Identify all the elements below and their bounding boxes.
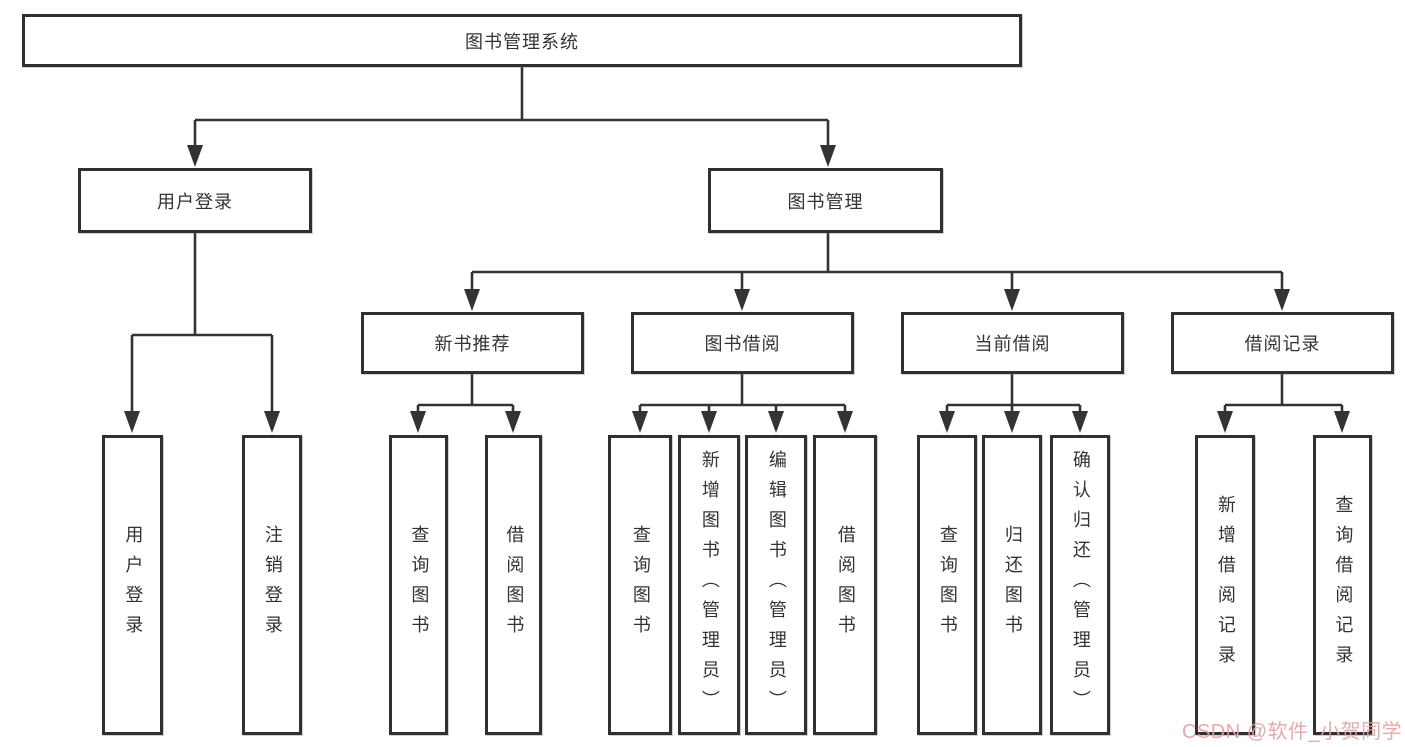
node-label: 新书推荐 [434, 334, 511, 354]
leaf-confirm-return-admin: 确认归还（管理员） [1050, 435, 1110, 735]
arrowhead [1004, 289, 1020, 311]
arrowhead [1334, 411, 1350, 433]
node-label: 新增借阅记录 [1215, 495, 1236, 675]
node-label: 查询图书 [409, 525, 430, 645]
arrowhead [1217, 411, 1233, 433]
arrowhead [187, 145, 203, 167]
node-new-book-recommendation: 新书推荐 [361, 312, 584, 374]
leaf-query-borrow-record: 查询借阅记录 [1313, 435, 1372, 735]
node-label: 图书管理 [787, 191, 864, 212]
arrowhead [410, 411, 426, 433]
arrowhead [264, 411, 280, 433]
node-label: 查询图书 [630, 525, 651, 645]
leaf-logout: 注销登录 [242, 435, 302, 735]
leaf-borrow-books-recommend: 借阅图书 [485, 435, 542, 735]
arrowhead [464, 289, 480, 311]
arrowhead [820, 145, 836, 167]
arrowhead [1004, 411, 1020, 433]
arrowhead [505, 411, 521, 433]
node-user-login-branch: 用户登录 [78, 168, 312, 233]
leaf-user-login: 用户登录 [102, 435, 163, 735]
node-label: 查询图书 [937, 525, 958, 645]
arrowhead [734, 289, 750, 311]
node-book-management-branch: 图书管理 [708, 168, 943, 233]
node-label: 图书借阅 [704, 334, 781, 354]
node-label: 新增图书（管理员） [699, 450, 720, 720]
leaf-query-books-borrowing: 查询图书 [608, 435, 672, 735]
node-label: 归还图书 [1002, 525, 1023, 645]
node-label: 借阅图书 [504, 525, 525, 645]
arrowhead [837, 411, 853, 433]
leaf-edit-books-admin: 编辑图书（管理员） [745, 435, 807, 735]
node-label: 借阅图书 [835, 525, 856, 645]
node-label: 用户登录 [123, 525, 144, 645]
leaf-borrow-books: 借阅图书 [813, 435, 877, 735]
node-label: 用户登录 [157, 191, 233, 212]
arrowhead [632, 411, 648, 433]
arrowhead [701, 411, 717, 433]
node-label: 查询借阅记录 [1333, 495, 1354, 675]
leaf-add-borrow-record: 新增借阅记录 [1195, 435, 1255, 735]
leaf-query-books-current: 查询图书 [917, 435, 977, 735]
node-label: 当前借阅 [974, 334, 1051, 354]
node-library-management-system: 图书管理系统 [22, 14, 1022, 67]
node-label: 确认归还（管理员） [1070, 450, 1091, 720]
leaf-add-books-admin: 新增图书（管理员） [678, 435, 740, 735]
arrowhead [1274, 289, 1290, 311]
node-book-borrowing: 图书借阅 [631, 312, 854, 374]
node-label: 借阅记录 [1244, 334, 1321, 354]
csdn-watermark: CSDN @软件_小贺同学 [1182, 721, 1403, 743]
node-current-borrowing: 当前借阅 [901, 312, 1124, 374]
arrowhead [1072, 411, 1088, 433]
node-label: 注销登录 [262, 525, 283, 645]
leaf-return-books: 归还图书 [982, 435, 1042, 735]
arrowhead [939, 411, 955, 433]
node-label: 图书管理系统 [465, 31, 579, 52]
arrowhead [768, 411, 784, 433]
arrowhead [124, 411, 140, 433]
node-borrowing-records: 借阅记录 [1171, 312, 1394, 374]
node-label: 编辑图书（管理员） [766, 450, 787, 720]
leaf-query-books-recommend: 查询图书 [389, 435, 448, 735]
